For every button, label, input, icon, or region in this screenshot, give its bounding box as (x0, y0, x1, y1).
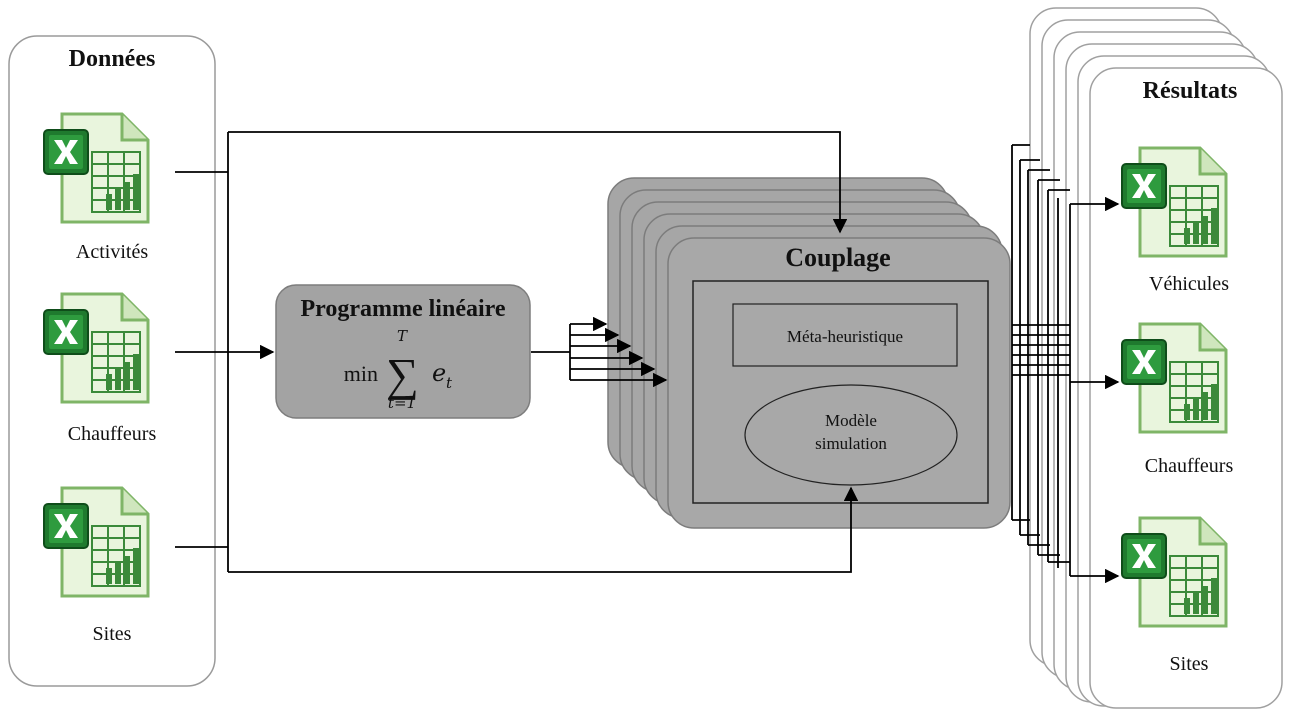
meta-heuristique-label: Méta-heuristique (787, 327, 903, 346)
modele-line2: simulation (815, 434, 887, 453)
sigma-symbol: ∑ (386, 349, 419, 400)
modele-line1: Modèle (825, 411, 877, 430)
donnees-panel: Données Activités Chauffeurs Sites (8, 35, 216, 687)
programme-lineaire-box: Programme linéaire min ∑ T t=1 e t (275, 284, 531, 419)
arrow-to-modele (228, 486, 859, 573)
result-label-vehicules: Véhicules (1149, 273, 1229, 295)
formula-min: min (344, 361, 378, 386)
file-label-activites: Activités (76, 241, 148, 263)
formula-lower: t=1 (388, 394, 416, 412)
donnees-title: Données (69, 46, 156, 72)
formula-subscript: t (446, 374, 453, 392)
file-label-chauffeurs: Chauffeurs (68, 423, 157, 445)
objective-formula: min ∑ T t=1 e t (344, 327, 453, 412)
programme-title: Programme linéaire (300, 296, 505, 322)
connector-lines (175, 131, 1120, 584)
couplage-title: Couplage (785, 243, 890, 272)
formula-term: e (432, 359, 446, 387)
resultats-stack: Résultats Véhicules Chauffeurs Sites (1029, 7, 1283, 709)
modele-simulation-ellipse (744, 384, 958, 486)
file-label-sites: Sites (93, 623, 132, 645)
meta-heuristique-box (732, 303, 958, 367)
arrow-to-couplage (228, 131, 848, 234)
result-label-chauffeurs: Chauffeurs (1145, 455, 1234, 477)
resultats-title: Résultats (1143, 78, 1238, 104)
couplage-stack: Couplage Méta-heuristique Modèle simulat… (607, 177, 1011, 529)
result-label-sites: Sites (1170, 653, 1209, 675)
formula-upper: T (397, 327, 408, 345)
